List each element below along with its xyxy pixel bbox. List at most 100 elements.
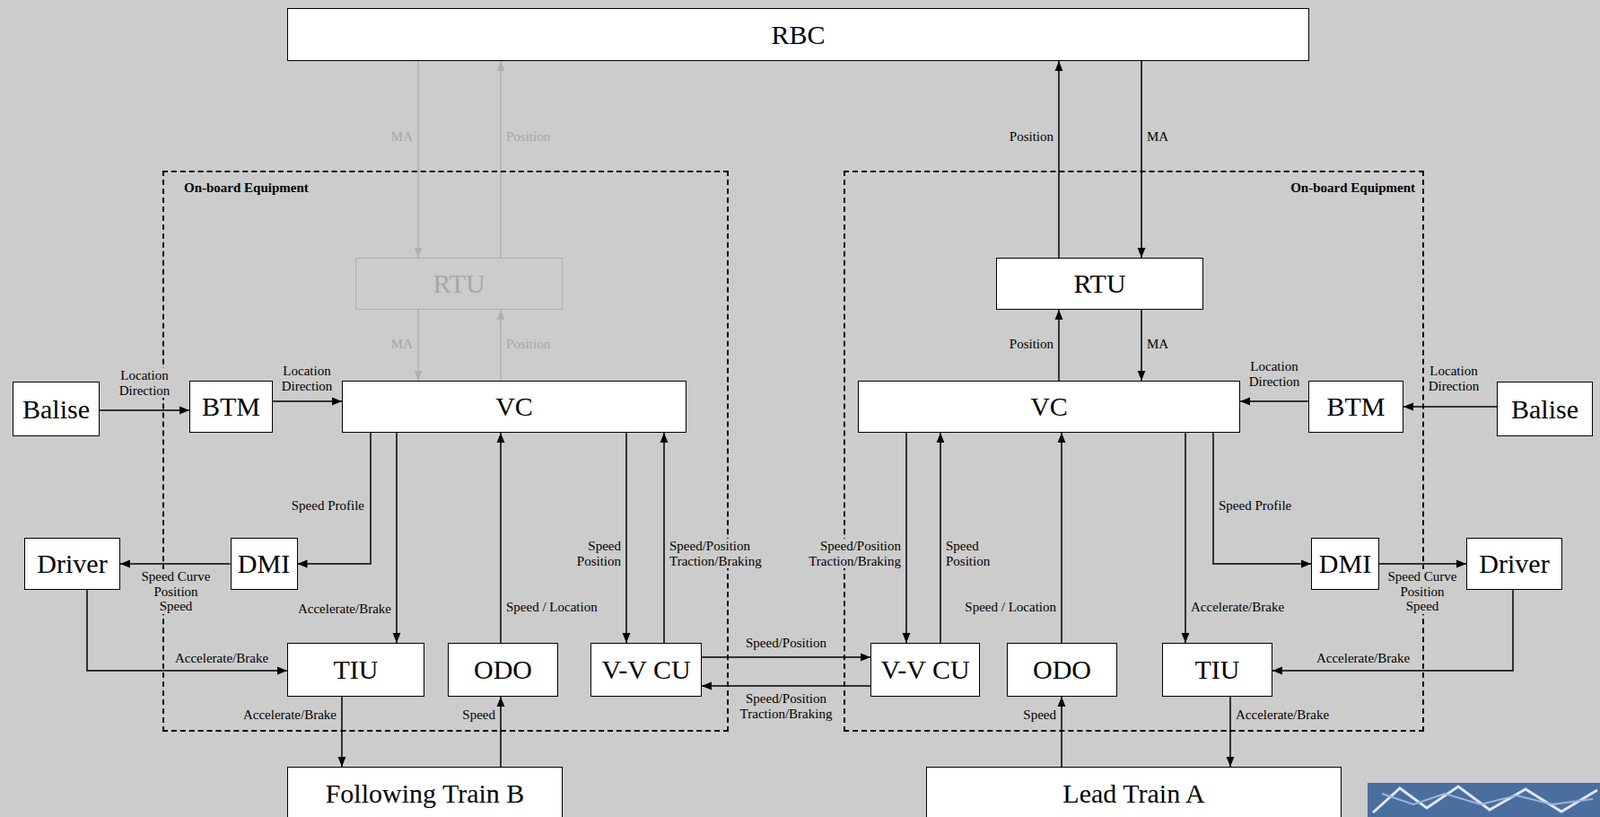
process-box: DMI <box>1311 537 1380 590</box>
logo-stroke <box>1372 786 1598 813</box>
process-box: V-V CU <box>870 642 980 697</box>
edge-label: Speed / Location <box>963 599 1058 615</box>
edge-label: Accelerate/Brake <box>1234 707 1330 723</box>
edge-label: Speed Position <box>569 538 622 569</box>
edge-label: Speed/Position <box>744 635 828 651</box>
edge-label: Speed/Position Traction/Braking <box>799 538 902 569</box>
process-box: Following Train B <box>287 766 563 817</box>
connector-arrow <box>1403 405 1497 408</box>
box-label: ODO <box>1032 655 1092 683</box>
edge-label: Speed/Position Traction/Braking <box>734 690 838 721</box>
box-label: TIU <box>333 655 379 683</box>
box-label: BTM <box>201 393 261 420</box>
edge-label: Position <box>1008 129 1055 145</box>
process-box: VC <box>857 380 1241 433</box>
box-label: V-V CU <box>880 655 970 683</box>
edge-label: Speed <box>461 707 497 723</box>
process-box: TIU <box>287 642 425 697</box>
process-box: BTM <box>189 380 273 433</box>
connector-arrow <box>1057 61 1060 258</box>
connector-arrow <box>1140 61 1143 258</box>
box-label: RTU <box>432 270 485 298</box>
edge-label: Speed Profile <box>290 498 366 514</box>
process-box: TIU <box>1162 642 1273 697</box>
connector-arrow <box>1229 696 1232 767</box>
process-box: Lead Train A <box>926 766 1342 817</box>
edge-label: Speed Curve Position Speed <box>139 568 213 614</box>
connector-arrow <box>905 432 908 643</box>
connector-arrow <box>1060 696 1063 767</box>
equipment-group: On-board EquipmentRTUVCBTMDMIV-V CUODOTI… <box>843 170 1425 732</box>
connector-arrow <box>499 696 502 767</box>
edge-label: Position <box>505 336 551 352</box>
process-box: VC <box>341 380 687 433</box>
box-label: Driver <box>1478 550 1549 578</box>
connector-arrow <box>1057 309 1060 381</box>
connector-arrow <box>663 432 665 643</box>
connector-arrow <box>395 432 398 643</box>
process-box: DMI <box>230 537 298 590</box>
connector-arrow <box>1240 400 1309 403</box>
process-box: V-V CU <box>590 642 702 697</box>
edge-label: Speed Curve Position Speed <box>1385 568 1460 614</box>
box-label: BTM <box>1326 393 1385 420</box>
connector-arrow <box>499 61 502 258</box>
edge-label: Location Direction <box>1244 358 1304 389</box>
connector-arrow <box>499 432 502 643</box>
edge-label: MA <box>390 129 414 145</box>
connector-arrow <box>1060 432 1063 643</box>
process-box: RTU <box>355 257 563 310</box>
edge-label: Accelerate/Brake <box>1315 650 1411 666</box>
connector-arrow <box>1213 432 1312 564</box>
process-box: Driver <box>1466 537 1563 590</box>
process-box: RBC <box>287 8 1310 62</box>
edge-label: Speed <box>1022 707 1058 723</box>
box-label: Balise <box>22 395 90 423</box>
edge-label: Position <box>505 129 551 145</box>
connector-arrow <box>340 696 343 767</box>
edge-label: MA <box>390 336 414 352</box>
logo-stroke <box>1381 793 1593 805</box>
edge-label: Speed/Position Traction/Braking <box>668 538 771 569</box>
box-label: RTU <box>1073 270 1126 298</box>
box-label: VC <box>1030 393 1068 420</box>
edge-label: Speed Profile <box>1217 498 1293 514</box>
edge-label: Accelerate/Brake <box>174 650 270 666</box>
connector-arrow <box>272 400 342 403</box>
edge-label: Accelerate/Brake <box>297 601 393 617</box>
process-box: Balise <box>1496 381 1593 437</box>
box-label: VC <box>495 393 534 420</box>
connector-arrow <box>939 432 942 643</box>
process-box: Balise <box>12 381 100 437</box>
logo-fragment <box>1367 782 1600 817</box>
edge-label: Accelerate/Brake <box>242 707 338 723</box>
box-label: DMI <box>1319 550 1372 578</box>
box-label: RBC <box>770 21 825 49</box>
connector-arrow <box>120 562 231 565</box>
box-label: TIU <box>1195 655 1241 683</box>
process-box: RTU <box>996 257 1204 310</box>
box-label: DMI <box>237 550 290 578</box>
equipment-group: On-board EquipmentRTUBTMVCDMITIUODOV-V C… <box>162 170 729 732</box>
box-label: Lead Train A <box>1062 779 1205 807</box>
box-label: Driver <box>36 550 107 578</box>
edge-label: Location Direction <box>1424 363 1484 394</box>
box-label: V-V CU <box>601 655 691 683</box>
connector-arrow <box>499 309 502 381</box>
process-box: ODO <box>1006 642 1118 697</box>
connector-arrow <box>625 432 628 643</box>
edge-label: MA <box>1145 129 1170 145</box>
connector-arrow <box>417 61 420 258</box>
edge-label: Speed / Location <box>505 599 599 615</box>
connector-arrow <box>1140 309 1143 381</box>
connector-arrow <box>417 309 420 381</box>
box-label: Balise <box>1511 395 1579 423</box>
process-box: BTM <box>1308 380 1404 433</box>
edge-label: Position <box>1008 336 1055 352</box>
connector-arrow <box>1184 432 1187 643</box>
process-box: Driver <box>24 537 121 590</box>
edge-label: Location Direction <box>114 367 175 398</box>
group-heading: On-board Equipment <box>183 181 309 195</box>
box-label: Following Train B <box>325 779 525 807</box>
